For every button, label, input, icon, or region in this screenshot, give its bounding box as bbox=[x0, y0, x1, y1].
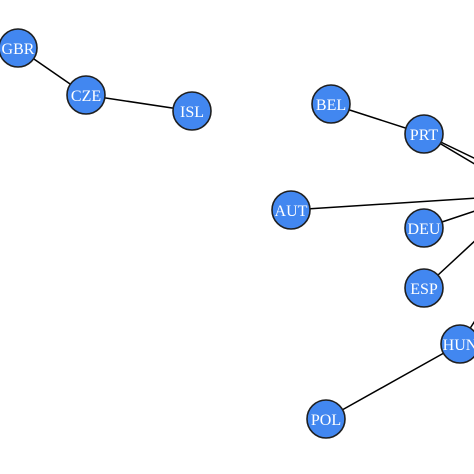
node-label: HUN bbox=[443, 337, 474, 354]
node-label: AUT bbox=[275, 203, 308, 220]
node-label: GBR bbox=[2, 41, 35, 58]
edge-pol-hun bbox=[325, 343, 461, 420]
node-pol: POL bbox=[306, 399, 346, 439]
node-circle bbox=[311, 84, 351, 124]
node-esp: ESP bbox=[404, 268, 444, 308]
edge-aut-offscreen-right bbox=[290, 197, 474, 211]
node-gbr: GBR bbox=[0, 28, 38, 68]
node-circle bbox=[271, 190, 311, 230]
node-circle bbox=[306, 399, 346, 439]
node-circle bbox=[440, 324, 474, 364]
node-label: ISL bbox=[180, 104, 204, 121]
node-label: ESP bbox=[410, 281, 438, 298]
node-circle bbox=[404, 208, 444, 248]
node-circle bbox=[66, 75, 106, 115]
node-label: BEL bbox=[316, 97, 346, 114]
node-prt: PRT bbox=[404, 114, 444, 154]
node-label: CZE bbox=[71, 88, 101, 105]
node-circle bbox=[404, 268, 444, 308]
node-cze: CZE bbox=[66, 75, 106, 115]
node-circle bbox=[404, 114, 444, 154]
node-label: POL bbox=[311, 412, 341, 429]
node-label: PRT bbox=[410, 127, 439, 144]
node-hun: HUN bbox=[440, 324, 474, 364]
node-layer: GBR CZE ISL BEL PRT AUT DEU ESP HUN POL bbox=[0, 28, 474, 439]
node-label: DEU bbox=[408, 221, 441, 238]
node-bel: BEL bbox=[311, 84, 351, 124]
node-circle bbox=[172, 91, 212, 131]
node-aut: AUT bbox=[271, 190, 311, 230]
node-deu: DEU bbox=[404, 208, 444, 248]
node-circle bbox=[0, 28, 38, 68]
node-isl: ISL bbox=[172, 91, 212, 131]
